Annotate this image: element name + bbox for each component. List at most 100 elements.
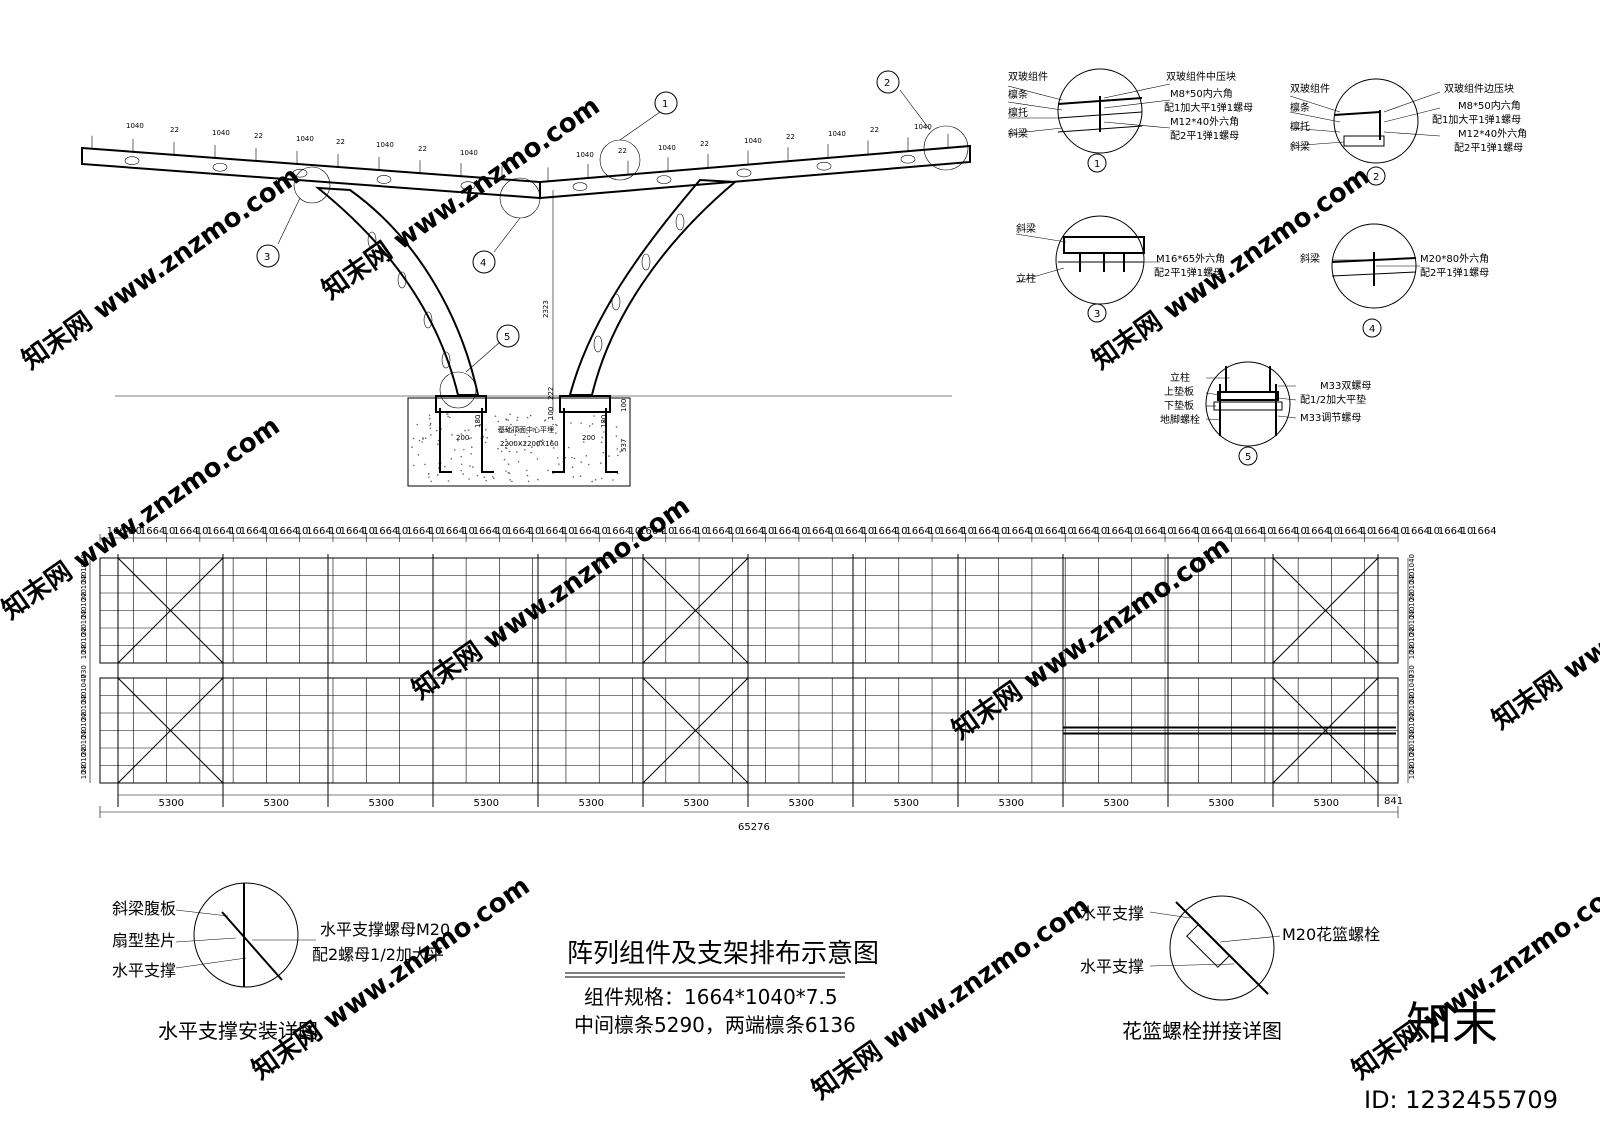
dim-label: 1664 bbox=[1105, 526, 1130, 537]
detail-2: 双玻组件 檩条 檩托 斜梁 双玻组件边压块 M8*50内六角 配1加大平1弹1螺… bbox=[1289, 78, 1527, 186]
column-hole bbox=[367, 231, 377, 249]
dim-200-right: 200 bbox=[582, 434, 595, 442]
concrete-dot bbox=[450, 457, 453, 460]
caption: 水平支撑安装详图 bbox=[158, 1019, 318, 1043]
concrete-dot bbox=[428, 417, 431, 420]
dim-label: 10 bbox=[862, 526, 875, 537]
side-dim-label: 1040 bbox=[80, 709, 88, 727]
dim-label: 1664 bbox=[1005, 526, 1030, 537]
label: 斜梁 bbox=[1016, 222, 1036, 235]
dim-label: 10 bbox=[262, 526, 275, 537]
foundation-note: 基础顶面中心平埋 bbox=[498, 425, 554, 434]
concrete-dot bbox=[543, 420, 546, 422]
concrete-dot bbox=[444, 465, 446, 468]
concrete-dot bbox=[516, 416, 519, 419]
concrete-dot bbox=[556, 424, 558, 427]
dim-label: 10 bbox=[1061, 526, 1074, 537]
concrete-dot bbox=[508, 450, 511, 453]
concrete-dot bbox=[485, 479, 488, 482]
leader bbox=[1277, 397, 1297, 401]
watermark: 知末网 www.znzmo.com bbox=[17, 161, 306, 376]
label: M20花篮螺栓 bbox=[1282, 925, 1380, 944]
leader-4 bbox=[493, 217, 521, 253]
leader-3 bbox=[277, 197, 301, 245]
label: 配1加大平1弹1螺母 bbox=[1164, 101, 1253, 114]
concrete-dot bbox=[612, 479, 614, 481]
detail-circle bbox=[1205, 361, 1291, 447]
column-hole bbox=[397, 271, 407, 289]
dim-label: 1664 bbox=[606, 526, 631, 537]
dim-label: 10 bbox=[828, 526, 841, 537]
label: 檩托 bbox=[1290, 120, 1310, 133]
leader-2 bbox=[899, 89, 931, 131]
concrete-dot bbox=[436, 474, 439, 476]
plan-top-dimensions: 1664101664101664101664101664101664101664… bbox=[99, 526, 1497, 542]
concrete-dot bbox=[567, 446, 570, 449]
concrete-dot bbox=[447, 413, 449, 416]
concrete-dot bbox=[615, 426, 618, 428]
cross-brace bbox=[1272, 557, 1379, 664]
concrete-dot bbox=[552, 447, 555, 449]
height-dimension: 2323 bbox=[542, 300, 550, 318]
concrete-dot bbox=[616, 472, 619, 475]
brace-rod bbox=[221, 911, 283, 981]
dim-label: 1664 bbox=[1305, 526, 1330, 537]
side-dim-label: 22 bbox=[1408, 627, 1416, 636]
side-dim-label: 1040 bbox=[1408, 761, 1416, 779]
concrete-dot bbox=[483, 476, 486, 479]
column-hole bbox=[641, 253, 651, 271]
cross-brace bbox=[642, 677, 749, 784]
concrete-dot bbox=[541, 439, 544, 441]
side-dim-label: 22 bbox=[80, 645, 88, 654]
dim-gap: 22 bbox=[870, 126, 879, 134]
concrete-dot bbox=[484, 441, 487, 444]
callout-label-4: 4 bbox=[480, 258, 486, 269]
leader bbox=[1149, 911, 1191, 919]
concrete-dot bbox=[460, 469, 463, 472]
concrete-dot bbox=[536, 458, 539, 460]
concrete-dot bbox=[600, 462, 602, 464]
detail-number-ring bbox=[1362, 318, 1382, 338]
bay-dim-label: 5300 bbox=[684, 798, 709, 809]
concrete-dot bbox=[531, 446, 533, 448]
concrete-hatch bbox=[411, 413, 621, 483]
dim-222: 222 bbox=[547, 387, 555, 400]
rafter-hole bbox=[124, 156, 140, 166]
upper-plate bbox=[1217, 391, 1279, 401]
label: 配1加大平1弹1螺母 bbox=[1432, 113, 1521, 126]
side-dim-label: 22 bbox=[1408, 765, 1416, 774]
label: 双玻组件 bbox=[1290, 82, 1330, 95]
concrete-dot bbox=[588, 425, 591, 427]
dim-200-left: 200 bbox=[456, 434, 469, 442]
detail-number: 4 bbox=[1369, 324, 1375, 335]
concrete-dot bbox=[411, 446, 413, 448]
right-base-plate bbox=[559, 395, 611, 413]
concrete-dot bbox=[591, 423, 594, 425]
callout-ring-3 bbox=[293, 166, 331, 204]
concrete-dot bbox=[570, 422, 572, 424]
side-dim-label: 1040 bbox=[1408, 674, 1416, 692]
concrete-dot bbox=[470, 437, 472, 439]
right-column bbox=[568, 178, 738, 396]
concrete-dot bbox=[424, 437, 427, 440]
bay-dim-label: 5300 bbox=[999, 798, 1024, 809]
concrete-dot bbox=[460, 455, 463, 458]
dim-module: 1040 bbox=[126, 122, 144, 130]
concrete-dot bbox=[503, 458, 506, 461]
concrete-dot bbox=[448, 416, 451, 419]
dim-label: 1664 bbox=[1272, 526, 1297, 537]
side-dim-label: 730 bbox=[80, 665, 88, 678]
rafter-hole bbox=[816, 161, 832, 171]
cross-brace bbox=[117, 677, 224, 784]
dim-module: 1040 bbox=[376, 141, 394, 149]
dim-label: 10 bbox=[163, 526, 176, 537]
dim-label: 10 bbox=[229, 526, 242, 537]
concrete-dot bbox=[536, 445, 539, 447]
column-hole bbox=[441, 351, 451, 369]
concrete-dot bbox=[485, 429, 487, 431]
leader bbox=[1015, 233, 1067, 243]
leader bbox=[1149, 963, 1235, 967]
concrete-dot bbox=[468, 437, 471, 440]
leader bbox=[1103, 83, 1171, 99]
dim-label: 10 bbox=[1427, 526, 1440, 537]
